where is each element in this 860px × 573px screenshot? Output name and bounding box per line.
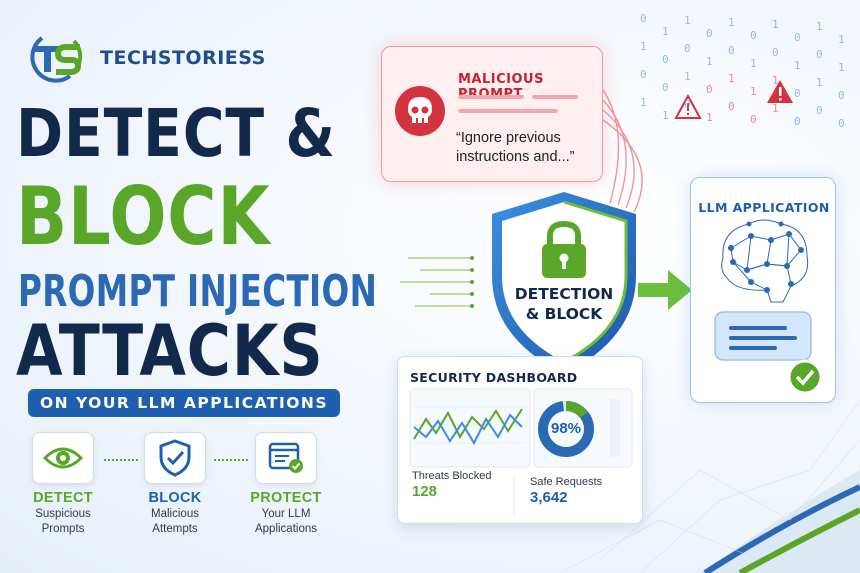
feature-desc: Malicious (151, 508, 199, 520)
shield-label: DETECTION & BLOCK (490, 284, 638, 324)
binary-digit: 1 (750, 85, 757, 98)
binary-digit: 0 (750, 113, 757, 126)
binary-digit: 0 (794, 115, 801, 128)
feature-protect[interactable]: PROTECT Your LLM Applications (231, 432, 341, 536)
feature-title: DETECT (33, 490, 93, 506)
headline-line-2: BLOCK (16, 170, 271, 263)
binary-digit: 1 (838, 61, 845, 74)
binary-digit: 1 (684, 70, 691, 83)
binary-digit: 1 (640, 40, 647, 53)
binary-digit: 0 (816, 104, 823, 117)
binary-digit: 0 (662, 53, 669, 66)
subtitle-banner: ON YOUR LLM APPLICATIONS (28, 389, 340, 417)
binary-digit: 1 (662, 109, 669, 122)
feature-protect-box (255, 432, 317, 484)
dashboard-title: SECURITY DASHBOARD (410, 370, 578, 385)
feature-block-box (144, 432, 206, 484)
binary-digit: 0 (838, 89, 845, 102)
feature-title: BLOCK (148, 490, 202, 506)
text-placeholder-line (532, 95, 578, 99)
binary-digit: 0 (684, 42, 691, 55)
feature-detect-box (32, 432, 94, 484)
binary-digit: 1 (794, 59, 801, 72)
ts-logo-icon (30, 36, 83, 83)
llm-application-title: LLM APPLICATION (698, 200, 830, 215)
shield-check-icon (159, 439, 191, 477)
binary-digit: 0 (706, 83, 713, 96)
malicious-prompt-text: “Ignore previous instructions and...” (456, 130, 575, 165)
skull-icon (395, 86, 445, 136)
trend-line-blue (413, 413, 523, 446)
browser-check-icon (268, 442, 303, 473)
binary-digit: 0 (728, 44, 735, 57)
connector-dots (214, 459, 248, 461)
binary-digit: 0 (662, 81, 669, 94)
binary-digit: 1 (772, 102, 779, 115)
feature-desc: Your LLM (261, 508, 311, 520)
binary-digit: 1 (728, 72, 735, 85)
binary-digit: 0 (816, 48, 823, 61)
binary-digit: 0 (838, 117, 845, 130)
shield-label-line: DETECTION (514, 285, 614, 303)
malicious-prompt-card[interactable]: MALICIOUS PROMPT “Ignore previous instru… (381, 46, 603, 182)
binary-digit: 1 (662, 25, 669, 38)
feature-desc: Suspicious (35, 508, 91, 520)
brand-name: TECHSTORIESS (100, 47, 266, 69)
llm-card-graphics (714, 219, 823, 395)
shield-label-line: & BLOCK (525, 305, 603, 323)
trend-line-green (413, 408, 523, 440)
connector-dots (104, 459, 138, 461)
binary-digit: 1 (816, 76, 823, 89)
feature-title: PROTECT (250, 490, 322, 506)
binary-digit: 1 (640, 96, 647, 109)
text-placeholder-line (458, 95, 524, 99)
headline-line-4: ATTACKS (16, 310, 324, 392)
threats-blocked-label: Threats Blocked (412, 470, 492, 482)
binary-digit: 0 (794, 87, 801, 100)
check-circle-icon (787, 359, 823, 395)
binary-digit: 1 (772, 18, 779, 31)
feature-desc: Applications (254, 523, 317, 535)
binary-digit: 0 (640, 68, 647, 81)
binary-digit: 0 (750, 29, 757, 42)
safe-requests-value: 3,642 (530, 489, 568, 506)
binary-digit: 1 (838, 33, 845, 46)
binary-digit: 0 (684, 98, 691, 111)
headline-line-3: PROMPT INJECTION (18, 266, 378, 317)
binary-digit: 1 (816, 20, 823, 33)
binary-digit: 1 (772, 74, 779, 87)
shield-graphic (492, 192, 636, 374)
chat-bubble-icon (714, 311, 812, 361)
headline-line-1: DETECT & (16, 95, 336, 172)
binary-digit: 1 (706, 111, 713, 124)
binary-digit: 0 (772, 46, 779, 59)
llm-application-card[interactable]: LLM APPLICATION (690, 177, 836, 403)
padlock-icon (542, 220, 586, 278)
donut-percent-label: 98% (550, 420, 582, 437)
safe-requests-label: Safe Requests (530, 476, 603, 488)
binary-digit: 1 (728, 16, 735, 29)
text-placeholder-line (458, 109, 558, 113)
binary-digit: 1 (684, 14, 691, 27)
feature-desc: Attempts (152, 523, 198, 535)
feature-desc: Prompts (41, 523, 85, 535)
binary-digit: 1 (706, 55, 713, 68)
security-dashboard[interactable]: SECURITY DASHBOARD 98% Threats Blocked 1… (397, 356, 643, 524)
feature-detect[interactable]: DETECT Suspicious Prompts (8, 432, 118, 536)
binary-digit: 0 (728, 100, 735, 113)
dashboard-graphics (409, 388, 633, 515)
eye-icon (43, 447, 83, 469)
binary-digit: 1 (750, 57, 757, 70)
brand-logo[interactable]: TECHSTORIESS (22, 32, 266, 84)
binary-digit: 0 (706, 27, 713, 40)
binary-digit: 0 (794, 31, 801, 44)
feature-block[interactable]: BLOCK Malicious Attempts (120, 432, 230, 536)
threats-blocked-value: 128 (412, 483, 438, 500)
binary-digit: 0 (640, 12, 647, 25)
